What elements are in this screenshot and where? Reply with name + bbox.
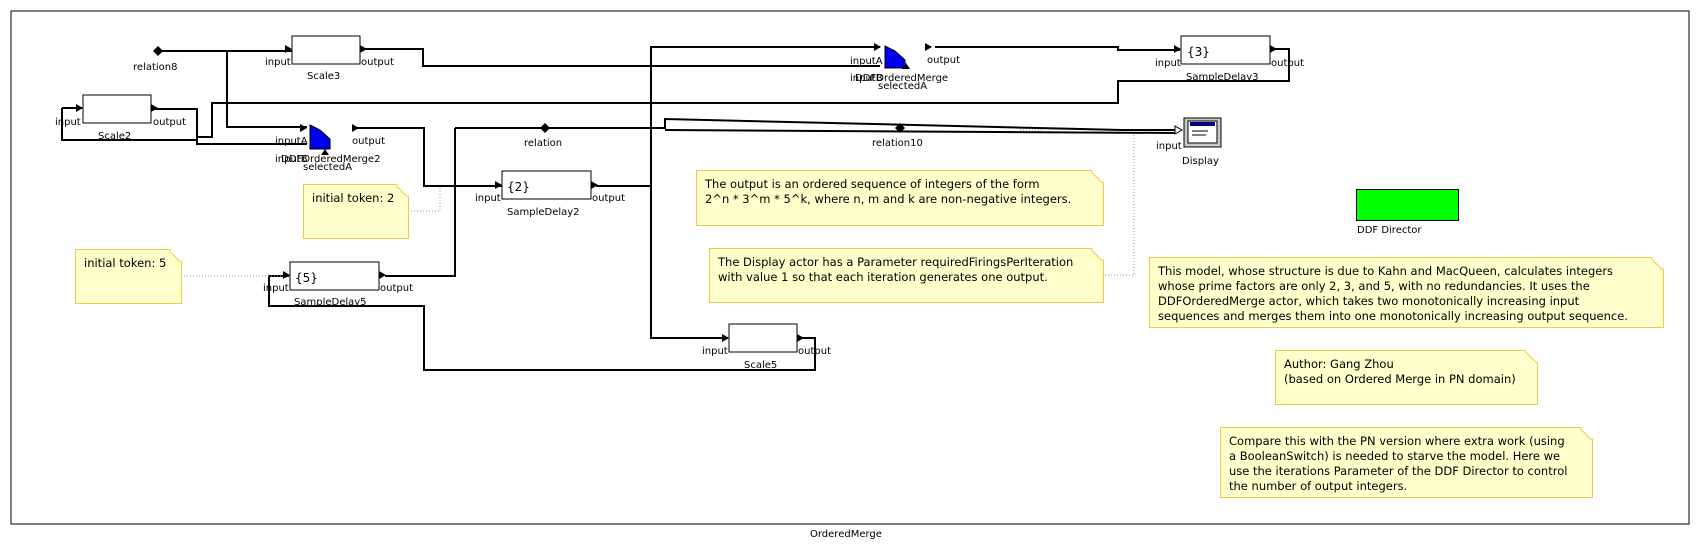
wire[interactable] bbox=[226, 51, 307, 128]
sampledelay2-in: input bbox=[475, 193, 501, 204]
sampledelay3-out: output bbox=[1271, 58, 1304, 69]
note-links bbox=[181, 129, 1135, 277]
wire[interactable] bbox=[197, 48, 1290, 138]
display-in: input bbox=[1156, 141, 1182, 152]
scale5-in: input bbox=[702, 346, 728, 357]
model-title: OrderedMerge bbox=[810, 529, 882, 540]
sampledelay2-value: {2} bbox=[507, 180, 530, 194]
sampledelay2-out: output bbox=[592, 193, 625, 204]
wire[interactable] bbox=[385, 128, 456, 277]
sampledelay3-in: input bbox=[1155, 58, 1181, 69]
merge1-inB: inputB bbox=[850, 73, 883, 84]
sampledelay5-value: {5} bbox=[295, 271, 318, 285]
sampledelay2-name: SampleDelay2 bbox=[507, 207, 580, 218]
relation-label: relation bbox=[524, 138, 562, 149]
merge1-sel: selectedA bbox=[878, 81, 927, 92]
wire[interactable] bbox=[650, 186, 728, 339]
merge2-out: output bbox=[352, 136, 385, 147]
note-text: The Display actor has a Parameter requir… bbox=[718, 255, 1074, 284]
ports bbox=[76, 43, 1277, 342]
note-author[interactable]: Author: Gang Zhou (based on Ordered Merg… bbox=[1275, 350, 1538, 405]
sampledelay3-box[interactable] bbox=[1180, 35, 1271, 65]
scale5-name: Scale5 bbox=[744, 360, 777, 371]
wire[interactable] bbox=[362, 48, 880, 67]
scale2-out: output bbox=[153, 117, 186, 128]
wire[interactable] bbox=[596, 127, 652, 187]
scale5-out: output bbox=[798, 346, 831, 357]
wires bbox=[61, 46, 1290, 371]
relation8-diamond[interactable] bbox=[153, 46, 163, 56]
scale3-box[interactable] bbox=[291, 35, 361, 65]
merge1-shape[interactable] bbox=[884, 45, 906, 69]
note-compare[interactable]: Compare this with the PN version where e… bbox=[1220, 427, 1593, 498]
merge2-inA: inputA bbox=[275, 136, 308, 147]
sampledelay5-out: output bbox=[380, 283, 413, 294]
canvas-border bbox=[10, 10, 1690, 525]
wire[interactable] bbox=[935, 46, 1180, 51]
note-initial-token-2[interactable]: initial token: 2 bbox=[303, 184, 409, 239]
relations bbox=[153, 46, 905, 133]
note-text: The output is an ordered sequence of int… bbox=[705, 177, 1072, 206]
merge1-out: output bbox=[927, 55, 960, 66]
scale2-box[interactable] bbox=[82, 94, 152, 124]
wire[interactable] bbox=[664, 129, 1176, 134]
merge2-inB: inputB bbox=[275, 154, 308, 165]
wire[interactable] bbox=[61, 108, 197, 141]
scale2-in: input bbox=[55, 117, 81, 128]
display-icon[interactable] bbox=[1183, 117, 1222, 148]
merge2-sel: selectedA bbox=[303, 162, 352, 173]
note-text: Compare this with the PN version where e… bbox=[1229, 434, 1568, 493]
wire[interactable] bbox=[155, 108, 307, 145]
sampledelay2-box[interactable] bbox=[501, 170, 592, 200]
note-text: Author: Gang Zhou (based on Ordered Merg… bbox=[1284, 357, 1516, 386]
note-text: This model, whose structure is due to Ka… bbox=[1158, 264, 1628, 323]
wire[interactable] bbox=[650, 46, 880, 127]
note-text: initial token: 5 bbox=[84, 256, 167, 270]
note-model[interactable]: This model, whose structure is due to Ka… bbox=[1149, 257, 1664, 328]
scale3-name: Scale3 bbox=[307, 71, 340, 82]
sampledelay5-in: input bbox=[263, 283, 289, 294]
scale3-out: output bbox=[361, 57, 394, 68]
relation10-label: relation10 bbox=[872, 138, 923, 149]
note-initial-token-5[interactable]: initial token: 5 bbox=[75, 249, 182, 304]
relation8-label: relation8 bbox=[133, 62, 177, 73]
merge1-inA: inputA bbox=[850, 56, 883, 67]
merge1-name: DDFOrderedMerge bbox=[855, 73, 948, 84]
wire[interactable] bbox=[357, 127, 502, 187]
scale5-box[interactable] bbox=[728, 323, 798, 353]
ddf-director-label: DDF Director bbox=[1357, 225, 1422, 236]
merge2-name: DDFOrderedMerge2 bbox=[281, 154, 380, 165]
scale3-in: input bbox=[265, 57, 291, 68]
sampledelay5-name: SampleDelay5 bbox=[294, 297, 367, 308]
scale2-name: Scale2 bbox=[98, 131, 131, 142]
labels: relation8 relation relation10 Scale3 inp… bbox=[55, 45, 1304, 371]
wire[interactable] bbox=[268, 275, 816, 371]
sampledelay3-value: {3} bbox=[1187, 45, 1210, 59]
note-display[interactable]: The Display actor has a Parameter requir… bbox=[709, 248, 1104, 303]
note-text: initial token: 2 bbox=[312, 191, 395, 205]
merge2-shape[interactable] bbox=[309, 124, 331, 150]
relation10-diamond[interactable] bbox=[895, 123, 905, 133]
note-output[interactable]: The output is an ordered sequence of int… bbox=[696, 170, 1104, 226]
relation-diamond[interactable] bbox=[540, 123, 550, 133]
sampledelay3-name: SampleDelay3 bbox=[1186, 72, 1259, 83]
display-name: Display bbox=[1182, 156, 1219, 167]
ddf-director[interactable] bbox=[1356, 189, 1459, 221]
